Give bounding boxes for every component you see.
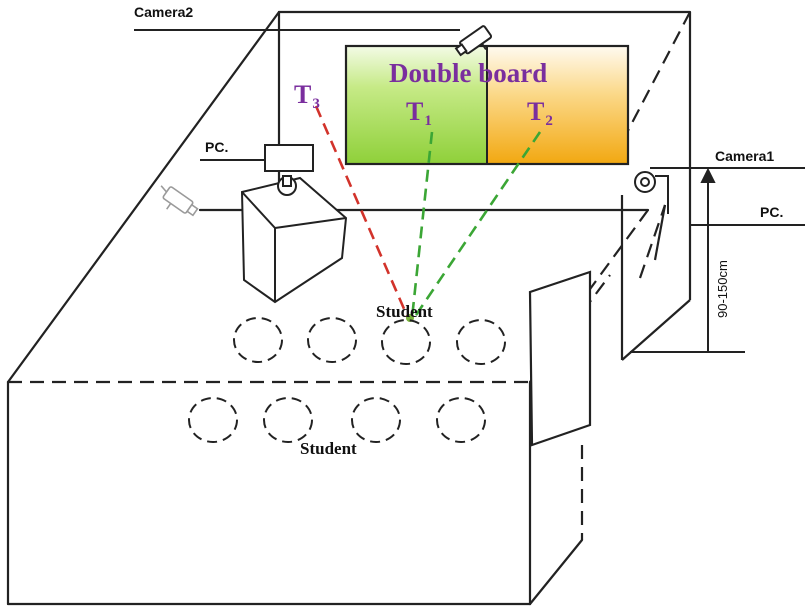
camera1-mount-solid xyxy=(653,204,667,261)
t1-label: T1 xyxy=(406,97,432,129)
board-left-panel xyxy=(346,46,487,164)
camera-icon xyxy=(160,185,199,217)
camera-icon xyxy=(634,171,656,193)
student-label-bottom: Student xyxy=(300,439,357,458)
seat xyxy=(436,397,486,443)
right-wall-floor-line xyxy=(621,299,691,361)
camera1-lens xyxy=(640,177,650,187)
podium-edge-b xyxy=(274,217,347,229)
pc-left-label: PC. xyxy=(205,139,228,155)
left-wall-top-edge xyxy=(6,10,281,384)
podium-webcam-stand xyxy=(282,175,292,187)
height-range-label: 90-150cm xyxy=(715,260,730,318)
pc-right-label: PC. xyxy=(760,204,783,220)
camera2-label: Camera2 xyxy=(134,4,193,20)
seat xyxy=(456,319,506,365)
seat xyxy=(381,319,431,365)
sightline-t3 xyxy=(314,105,410,319)
camera-icon xyxy=(454,25,493,57)
t3-label: T3 xyxy=(294,80,320,112)
right-floor-dashed xyxy=(581,209,649,301)
t2-label: T2 xyxy=(527,97,553,129)
sightlines xyxy=(314,105,542,319)
double-board xyxy=(344,44,630,166)
board-title: Double board xyxy=(389,58,547,88)
right-wall xyxy=(528,12,692,447)
teacher-podium xyxy=(200,144,348,304)
floor-right-edge xyxy=(528,538,584,606)
student-label-top: Student xyxy=(376,302,433,321)
seat xyxy=(188,397,238,443)
camera1-label: Camera1 xyxy=(715,148,774,164)
podium-box xyxy=(240,176,348,304)
board-right-panel xyxy=(487,46,628,164)
seat xyxy=(233,317,283,363)
camera1-group xyxy=(630,167,805,353)
door-panel xyxy=(528,270,592,447)
seat xyxy=(263,397,313,443)
sightline-t1 xyxy=(410,131,434,319)
student-seats xyxy=(188,317,506,443)
podium-edge-a xyxy=(241,191,276,229)
height-arrow-head xyxy=(700,167,716,183)
camera1-bracket xyxy=(655,175,669,214)
seat xyxy=(351,397,401,443)
camera1-mount-dashed xyxy=(638,204,667,279)
camera2-group xyxy=(134,25,493,57)
pc-monitor xyxy=(264,144,314,172)
seat xyxy=(307,317,357,363)
